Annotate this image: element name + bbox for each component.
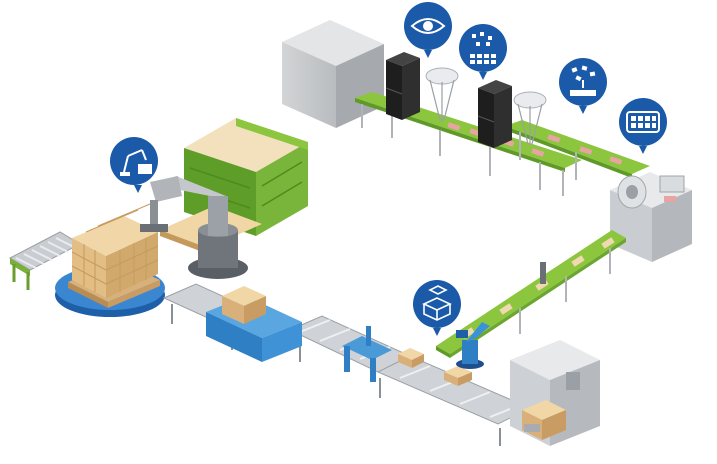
picking-grid-icon bbox=[459, 24, 507, 80]
case-sealer-machine bbox=[206, 286, 302, 362]
box-packing-icon bbox=[413, 280, 461, 336]
bottom-boxes bbox=[398, 348, 472, 386]
roller-conveyor-left bbox=[8, 231, 82, 290]
delta-robot-2 bbox=[513, 91, 547, 146]
tray-icon bbox=[619, 98, 667, 154]
sorting-icon bbox=[559, 58, 607, 114]
delta-robot-1 bbox=[425, 67, 459, 122]
blue-case-former bbox=[342, 326, 392, 382]
blue-picking-robot bbox=[456, 322, 490, 369]
vision-tower-2 bbox=[477, 80, 512, 148]
upper-conveyor-2 bbox=[505, 120, 650, 180]
vision-tower-1 bbox=[385, 52, 420, 120]
flow-wrapper-machine bbox=[610, 172, 692, 262]
vision-eye-icon bbox=[404, 2, 452, 58]
robot-palletizer-icon bbox=[110, 137, 158, 193]
stacked-boxes bbox=[71, 203, 159, 298]
gray-storage-block bbox=[282, 20, 384, 128]
palletizing-robot bbox=[140, 176, 248, 279]
case-packer-machine bbox=[510, 340, 600, 446]
